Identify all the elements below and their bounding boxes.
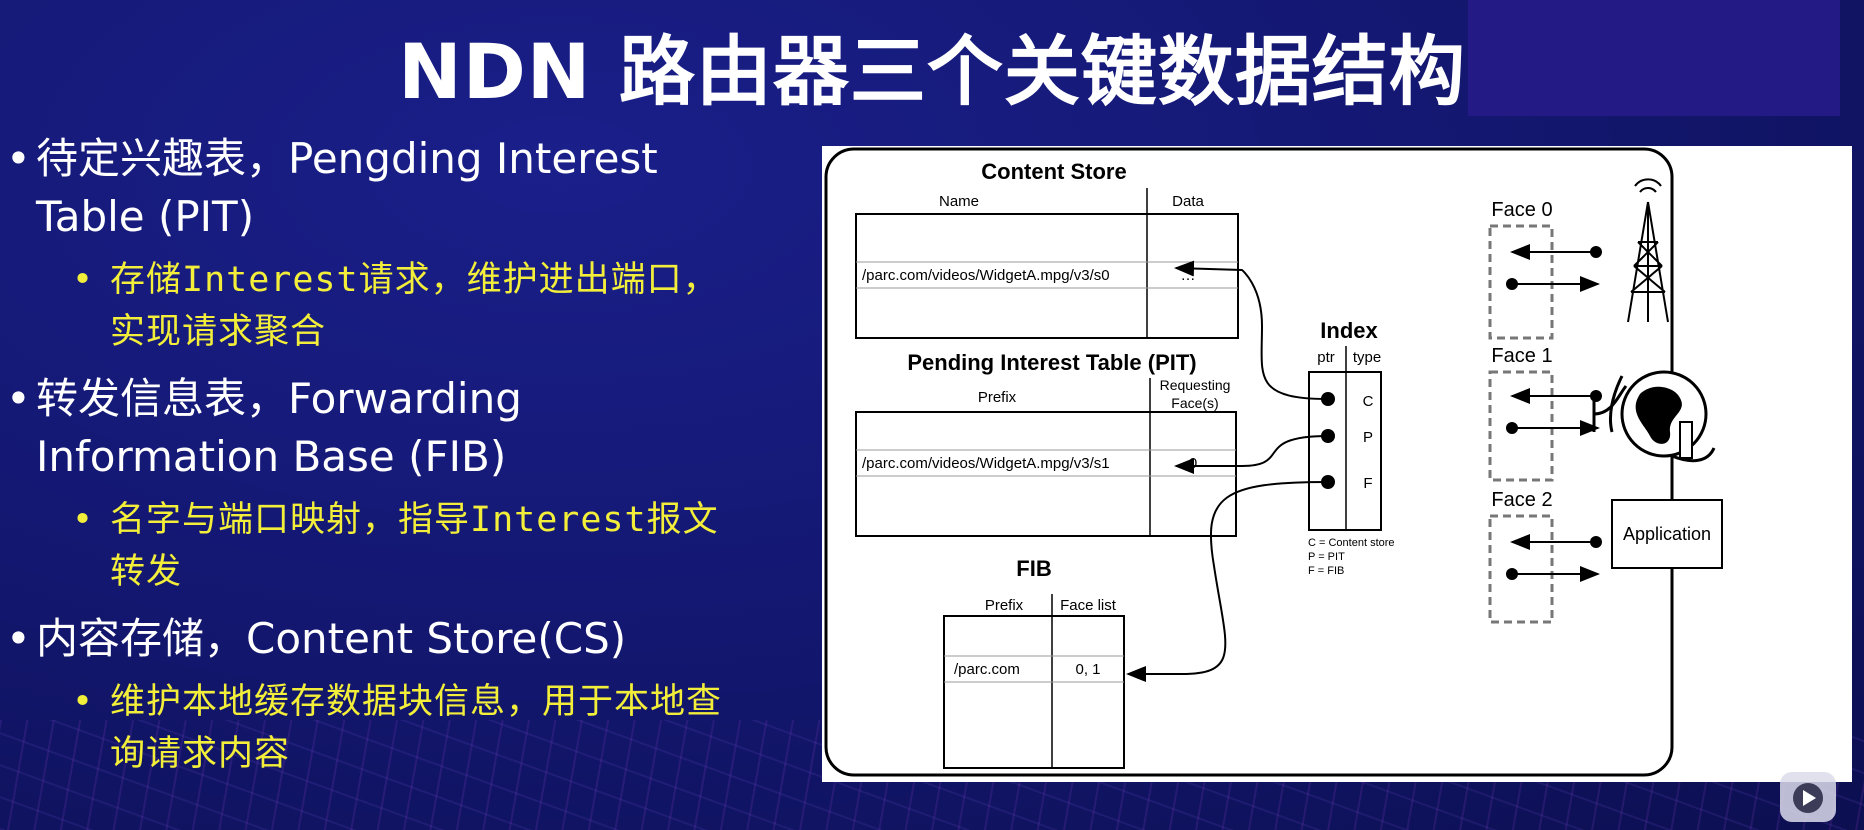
- bullet-dot: •: [6, 134, 31, 183]
- pit-row-face: 0: [1189, 455, 1197, 472]
- face-0-box: [1488, 224, 1554, 340]
- face-2-label: Face 2: [1491, 489, 1552, 511]
- index-legend-c: C = Content store: [1308, 537, 1395, 549]
- index-col-ptr: ptr: [1317, 349, 1335, 366]
- router-outline: [824, 147, 1674, 777]
- globe-network-icon: [1592, 370, 1716, 463]
- fib-table: [943, 615, 1125, 769]
- slide-title: NDN 路由器三个关键数据结构: [398, 27, 1466, 116]
- subbullet-dot: •: [72, 260, 95, 300]
- antenna-tower-icon: [1627, 178, 1669, 323]
- subbullet-dot: •: [72, 682, 95, 722]
- index-row-p: P: [1363, 429, 1373, 446]
- bullet-pit-text: 待定兴趣表，Pengding Interest Table (PIT): [36, 134, 658, 241]
- face-0-label: Face 0: [1491, 199, 1552, 221]
- ndn-router-diagram: Content Store Name Data /parc.com/videos…: [822, 146, 1852, 782]
- pointer-to-cs: [1174, 260, 1329, 400]
- cs-title: Content Store: [981, 159, 1126, 184]
- subbullet-cs: • 维护本地缓存数据块信息，用于本地查询请求内容: [6, 676, 726, 780]
- fib-title: FIB: [1016, 556, 1051, 581]
- play-button-icon[interactable]: [1780, 772, 1836, 822]
- pit-title: Pending Interest Table (PIT): [907, 350, 1196, 375]
- bullet-dot: •: [6, 614, 31, 663]
- index-legend-f: F = FIB: [1308, 565, 1344, 577]
- application-label: Application: [1623, 524, 1711, 544]
- pit-row-name: /parc.com/videos/WidgetA.mpg/v3/s1: [862, 455, 1110, 472]
- bullet-cs-text: 内容存储，Content Store(CS): [36, 614, 627, 663]
- application-box: [1611, 499, 1723, 569]
- pit-col-req-1: Requesting: [1160, 377, 1231, 393]
- bullet-dot: •: [6, 374, 31, 423]
- cs-row-name: /parc.com/videos/WidgetA.mpg/v3/s0: [862, 267, 1110, 284]
- bullet-cs: • 内容存储，Content Store(CS): [6, 610, 726, 668]
- cs-col-data: Data: [1172, 193, 1204, 210]
- subbullet-fib: • 名字与端口映射，指导Interest报文转发: [6, 494, 726, 598]
- pit-table: [855, 411, 1237, 537]
- face-1-label: Face 1: [1491, 345, 1552, 367]
- fib-col-faces: Face list: [1060, 597, 1117, 614]
- cs-table: [855, 213, 1239, 339]
- bullet-fib: • 转发信息表，Forwarding Information Base (FIB…: [6, 370, 726, 486]
- index-title: Index: [1320, 318, 1378, 343]
- fib-row-prefix: /parc.com: [954, 661, 1020, 678]
- pit-col-req-2: Face(s): [1171, 395, 1218, 411]
- subbullet-pit: • 存储Interest请求，维护进出端口，实现请求聚合: [6, 254, 726, 358]
- title-panel: [1468, 0, 1840, 116]
- index-table: [1308, 371, 1382, 531]
- pointer-to-pit: [1174, 435, 1329, 474]
- subbullet-cs-text: 维护本地缓存数据块信息，用于本地查询请求内容: [110, 682, 723, 774]
- cs-col-name: Name: [939, 193, 979, 210]
- index-col-type: type: [1353, 349, 1381, 366]
- play-icon: [1793, 783, 1823, 813]
- pit-col-prefix: Prefix: [978, 389, 1017, 406]
- cs-row-data: …: [1181, 267, 1196, 284]
- index-row-c: C: [1363, 393, 1374, 410]
- face-1-box: [1488, 370, 1554, 482]
- subbullet-pit-text: 存储Interest请求，维护进出端口，实现请求聚合: [110, 260, 719, 352]
- index-legend-p: P = PIT: [1308, 551, 1345, 563]
- index-row-f: F: [1363, 475, 1372, 492]
- fib-col-prefix: Prefix: [985, 597, 1024, 614]
- pointer-to-fib: [1126, 481, 1329, 682]
- bullet-pit: • 待定兴趣表，Pengding Interest Table (PIT): [6, 130, 726, 246]
- fib-row-faces: 0, 1: [1075, 661, 1100, 678]
- face-2-box: [1488, 514, 1554, 624]
- subbullet-dot: •: [72, 500, 95, 540]
- bullet-fib-text: 转发信息表，Forwarding Information Base (FIB): [36, 374, 522, 481]
- subbullet-fib-text: 名字与端口映射，指导Interest报文转发: [110, 500, 719, 592]
- bullet-list: • 待定兴趣表，Pengding Interest Table (PIT) • …: [6, 130, 726, 792]
